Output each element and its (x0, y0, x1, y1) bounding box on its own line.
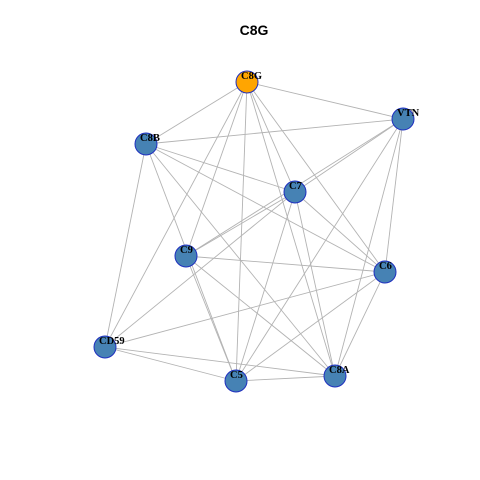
edge-c9-c8a (185, 255, 336, 377)
node-circle-vtn[interactable] (391, 107, 415, 131)
node-c7[interactable]: C7 (283, 180, 307, 204)
edge-c8b-c6 (145, 143, 386, 273)
edge-c8g-cd59 (104, 81, 248, 348)
edge-c6-c8a (334, 271, 386, 377)
graph-title: C8G (240, 22, 269, 38)
node-label-c6: C6 (379, 261, 392, 272)
edge-c9-c6 (185, 255, 386, 273)
edge-vtn-c6 (384, 118, 404, 273)
edge-cd59-c5 (104, 346, 237, 382)
edge-c8g-c8a (246, 81, 336, 377)
edge-c6-c5 (235, 271, 386, 382)
node-circle-c8g[interactable] (235, 70, 259, 94)
edge-c7-c8a (294, 191, 336, 377)
node-c9[interactable]: C9 (174, 244, 198, 268)
edge-c8g-c8b (145, 81, 248, 145)
node-label-c9: C9 (180, 245, 193, 256)
node-circle-c5[interactable] (224, 369, 248, 393)
node-label-vtn: VTN (397, 108, 420, 119)
edge-c8b-cd59 (104, 143, 147, 348)
edge-vtn-c7 (294, 118, 404, 193)
node-circle-c9[interactable] (174, 244, 198, 268)
node-label-cd59: CD59 (99, 336, 125, 347)
node-circle-c6[interactable] (373, 260, 397, 284)
edge-cd59-c8a (104, 346, 336, 377)
node-c8a[interactable]: C8A (323, 364, 350, 388)
edge-vtn-c8b (145, 118, 404, 145)
node-label-c8b: C8B (140, 133, 160, 144)
edge-vtn-c8a (334, 118, 404, 377)
edge-c5-c8a (235, 375, 336, 382)
edge-c8b-c7 (145, 143, 296, 193)
edge-c7-cd59 (104, 191, 296, 348)
edge-c8g-c9 (185, 81, 248, 257)
node-label-c5: C5 (230, 370, 243, 381)
node-c6[interactable]: C6 (373, 260, 397, 284)
edge-c8g-c6 (246, 81, 386, 273)
node-vtn[interactable]: VTN (391, 107, 420, 131)
node-label-c7: C7 (289, 181, 302, 192)
edge-c6-cd59 (104, 271, 386, 348)
node-circle-c8b[interactable] (134, 132, 158, 156)
node-label-c8a: C8A (329, 365, 350, 376)
node-circle-c7[interactable] (283, 180, 307, 204)
edge-c8g-c5 (235, 81, 248, 382)
node-cd59[interactable]: CD59 (93, 335, 125, 359)
edge-c7-c6 (294, 191, 386, 273)
edge-c8g-vtn (246, 81, 404, 120)
node-c8b[interactable]: C8B (134, 132, 160, 156)
edge-c7-c9 (185, 191, 296, 257)
node-circle-c8a[interactable] (323, 364, 347, 388)
node-circle-cd59[interactable] (93, 335, 117, 359)
edges-layer (104, 81, 404, 382)
edge-c7-c5 (235, 191, 296, 382)
edge-vtn-c5 (235, 118, 404, 382)
node-c5[interactable]: C5 (224, 369, 248, 393)
edge-c8g-c7 (246, 81, 296, 193)
node-c8g[interactable]: C8G (235, 70, 262, 94)
node-label-c8g: C8G (241, 71, 262, 82)
